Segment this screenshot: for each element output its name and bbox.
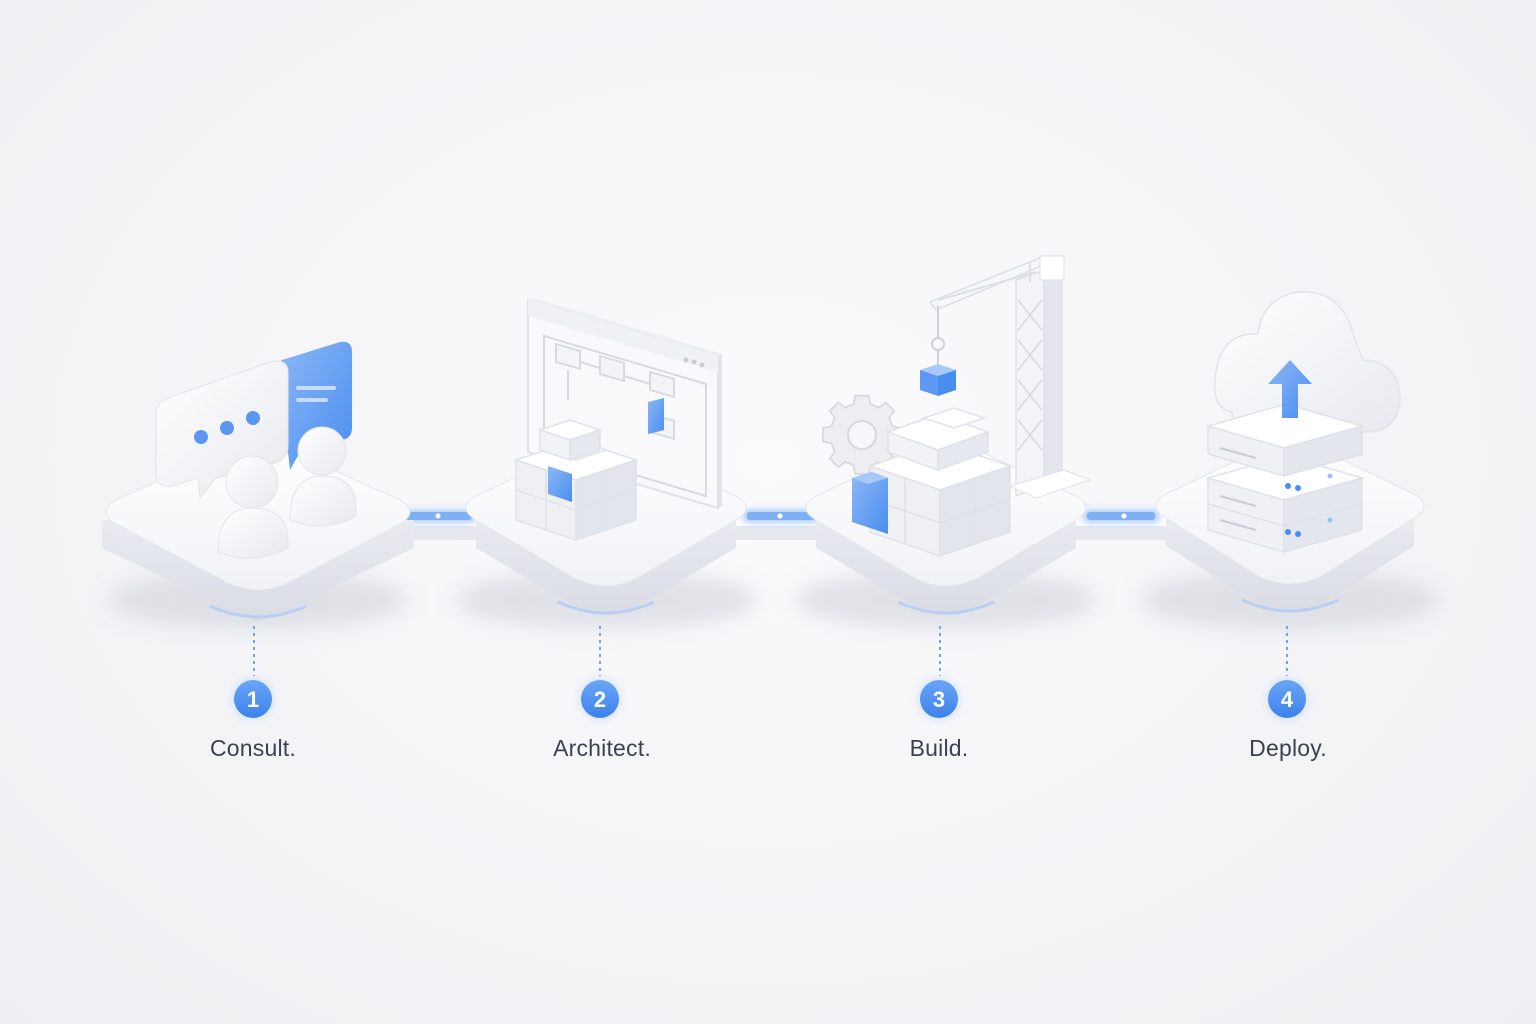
crane-gear-icon [822, 255, 1092, 558]
cloud-icon [1214, 291, 1401, 435]
connector-2-3 [735, 506, 827, 540]
step-3-badge: 3 [917, 677, 961, 721]
upload-arrow-icon [1268, 360, 1312, 418]
step-1-label: Consult. [210, 735, 296, 761]
connector-3-4 [1075, 506, 1167, 540]
cloud-server-icon [1205, 291, 1401, 553]
step-markers: 1 2 3 4 [231, 626, 1309, 721]
step-1-number: 1 [247, 687, 259, 712]
step-2-badge: 2 [578, 677, 622, 721]
step-3-number: 3 [933, 687, 945, 712]
step-3-label: Build. [909, 735, 969, 761]
step-1-badge: 1 [231, 677, 275, 721]
blueprint-cubes-icon [513, 298, 722, 542]
connectors [392, 506, 1167, 540]
step-2-label: Architect. [553, 735, 651, 761]
step-4-badge: 4 [1265, 677, 1309, 721]
chat-people-icon [155, 341, 357, 559]
connector-1-2 [392, 506, 484, 540]
step-4-number: 4 [1281, 687, 1294, 712]
step-2-number: 2 [594, 687, 606, 712]
step-4-label: Deploy. [1249, 735, 1327, 761]
